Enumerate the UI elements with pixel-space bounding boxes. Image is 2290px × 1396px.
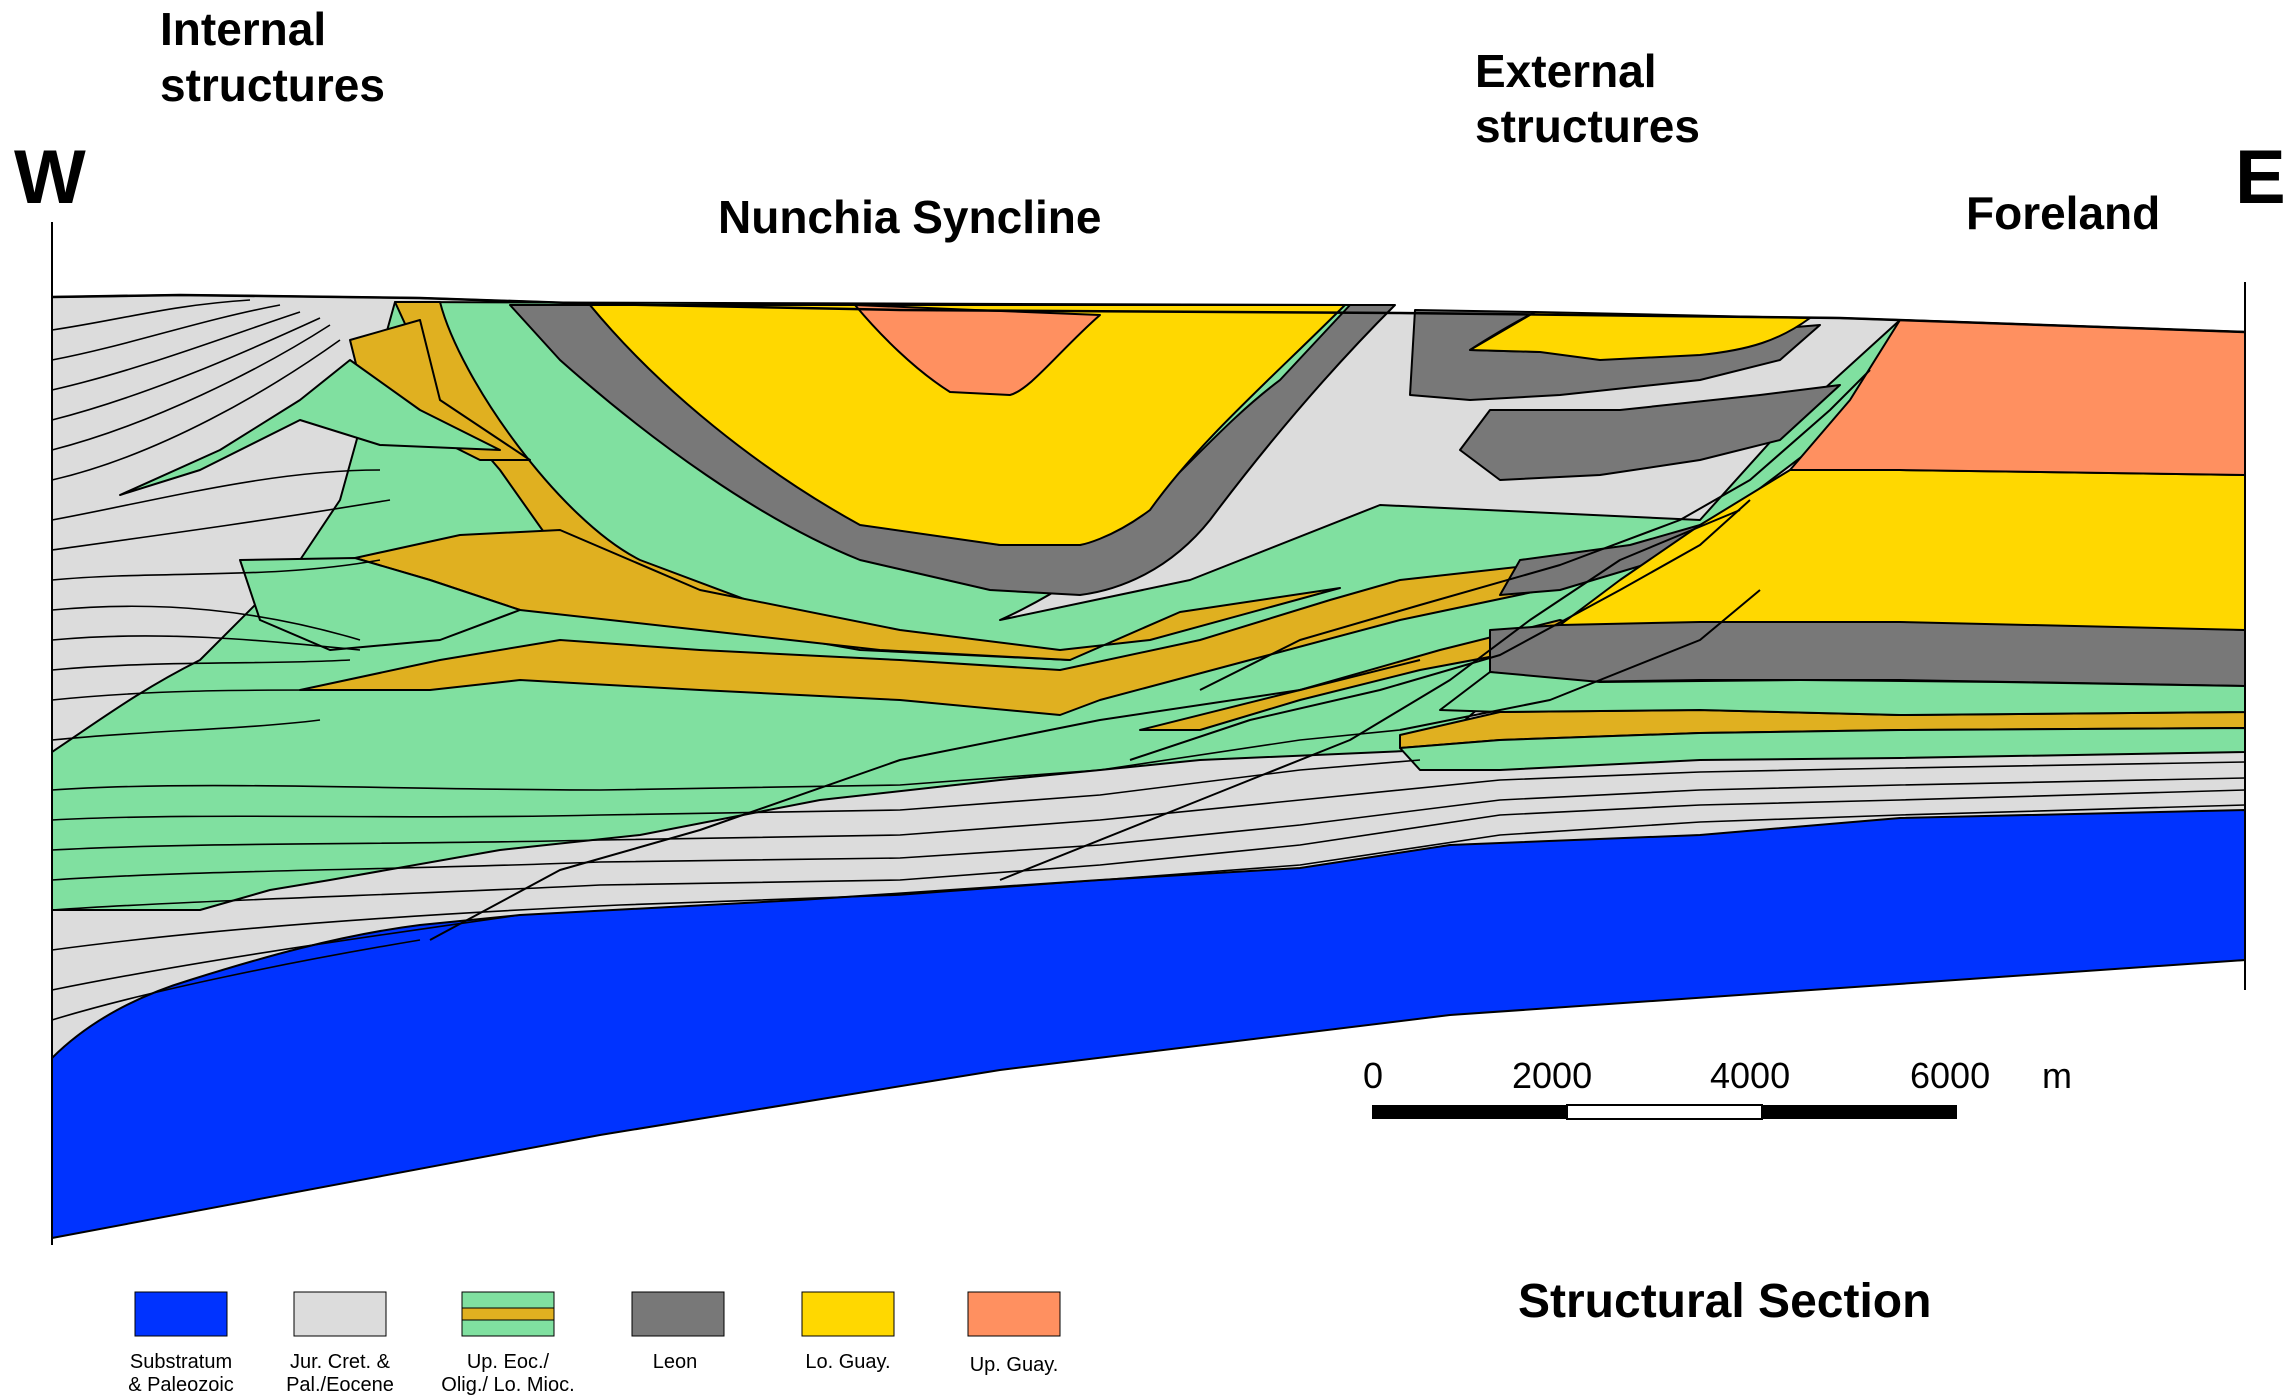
legend-label-lo-guay: Lo. Guay. — [805, 1351, 890, 1373]
legend-label-jur-cret-1: Jur. Cret. & — [290, 1351, 391, 1373]
unit-up-guay-syncline — [854, 304, 1101, 396]
scale-tick-6000: 6000 — [1910, 1055, 1990, 1096]
legend-label-substratum-1: Substratum — [130, 1351, 232, 1373]
legend-swatch-jur-cret — [293, 1291, 387, 1337]
unit-lo-guay-external — [1469, 311, 1811, 361]
legend-swatch-leon — [631, 1291, 725, 1337]
scale-tick-2000: 2000 — [1512, 1055, 1592, 1096]
legend-item-jur-cret: Jur. Cret. & Pal./Eocene — [286, 1291, 394, 1396]
west-label: W — [14, 135, 86, 220]
section-outline — [51, 293, 2246, 334]
legend-swatch-up-eoc-band — [461, 1307, 555, 1321]
legend-swatch-substratum — [134, 1291, 228, 1337]
scale-segment-3 — [1762, 1105, 1957, 1119]
scale-unit: m — [2042, 1055, 2072, 1096]
unit-substratum — [51, 809, 2246, 1239]
unit-up-eoc-internal-1 — [119, 359, 501, 496]
cross-section — [51, 293, 2246, 1239]
legend-item-lo-guay: Lo. Guay. — [801, 1291, 895, 1373]
unit-leon-external-2 — [1459, 384, 1841, 481]
legend-item-leon: Leon — [631, 1291, 725, 1373]
scale-tick-4000: 4000 — [1710, 1055, 1790, 1096]
legend-label-leon: Leon — [653, 1351, 698, 1373]
legend-label-up-guay: Up. Guay. — [970, 1354, 1059, 1376]
east-label: E — [2235, 135, 2286, 220]
unit-up-eoc-ochre-3 — [354, 529, 1341, 661]
legend-label-substratum-2: & Paleozoic — [128, 1374, 234, 1396]
external-structures-label-line2: structures — [1475, 100, 1700, 152]
internal-structures-label-line1: Internal — [160, 3, 326, 55]
legend-label-up-eoc-2: Olig./ Lo. Mioc. — [441, 1374, 574, 1396]
scale-bar: 0 2000 4000 6000 m — [1363, 1055, 2072, 1120]
legend-swatch-up-guay — [967, 1291, 1061, 1337]
legend-item-up-guay: Up. Guay. — [967, 1291, 1061, 1376]
scale-segment-2 — [1566, 1104, 1763, 1120]
legend-item-up-eoc: Up. Eoc./ Olig./ Lo. Mioc. — [441, 1291, 575, 1396]
scale-tick-0: 0 — [1363, 1055, 1383, 1096]
nunchia-syncline-label: Nunchia Syncline — [718, 191, 1101, 243]
thrust-faults — [429, 369, 1871, 941]
legend: Substratum & Paleozoic Jur. Cret. & Pal.… — [128, 1291, 1061, 1396]
legend-swatch-lo-guay — [801, 1291, 895, 1337]
unit-lo-guay-syncline — [589, 304, 1346, 546]
foreland-label: Foreland — [1966, 187, 2160, 239]
legend-label-jur-cret-2: Pal./Eocene — [286, 1374, 394, 1396]
external-structures-label-line1: External — [1475, 45, 1657, 97]
scale-segment-1 — [1372, 1105, 1567, 1119]
internal-structures-label-line2: structures — [160, 59, 385, 111]
legend-label-up-eoc-1: Up. Eoc./ — [467, 1351, 550, 1373]
figure-title: Structural Section — [1518, 1275, 1931, 1328]
legend-item-substratum: Substratum & Paleozoic — [128, 1291, 234, 1396]
